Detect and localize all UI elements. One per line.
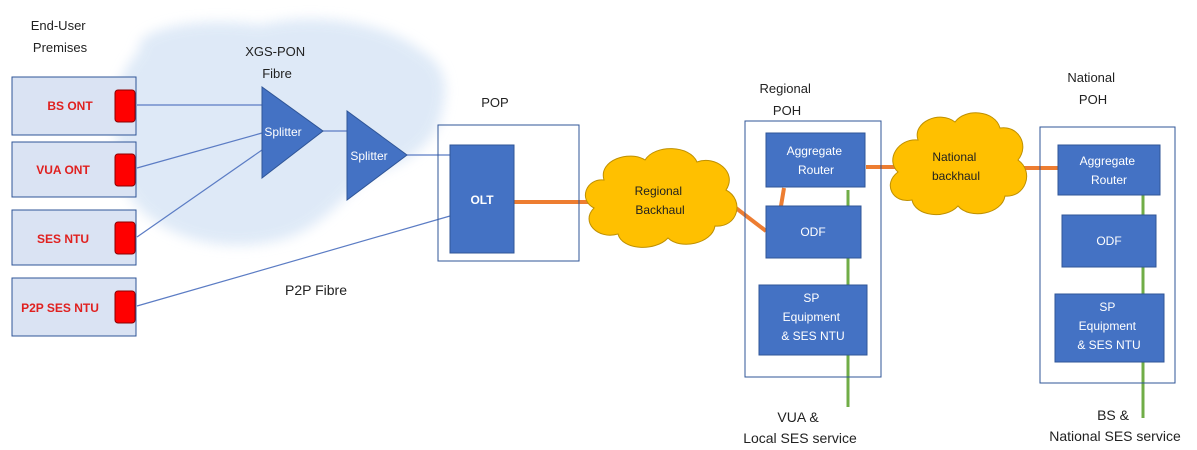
device-vua-ont: VUA ONT <box>11 141 137 198</box>
national-poh-label: National POH <box>1067 70 1118 107</box>
vua-local-ses-service-label: VUA & Local SES service <box>743 409 857 446</box>
p2p-fibre-label: P2P Fibre <box>285 282 347 298</box>
fibre-lines <box>136 104 451 307</box>
regional-backhaul-cloud: Regional Backhaul <box>584 148 738 248</box>
regional-aggregate-router: Aggregate Router <box>765 132 866 188</box>
p2p-ses-ntu-port <box>114 290 136 324</box>
national-odf-label: ODF <box>1096 234 1121 248</box>
pop-label: POP <box>481 95 508 110</box>
fibre-vua-ont <box>136 132 263 169</box>
olt-box: OLT <box>449 144 515 254</box>
regional-sp-equipment: SP Equipment & SES NTU <box>758 284 868 356</box>
regional-sp-equipment-label: SP Equipment & SES NTU <box>781 291 844 343</box>
national-backhaul-cloud: National backhaul <box>889 112 1028 216</box>
odf-to-router-link <box>779 187 786 207</box>
vua-ont-label: VUA ONT <box>36 163 90 177</box>
regional-odf-label: ODF <box>800 225 825 239</box>
regional-backhaul-to-odf <box>730 203 768 233</box>
ses-ntu-label: SES NTU <box>37 232 89 246</box>
device-bs-ont: BS ONT <box>11 76 137 136</box>
splitter-1: Splitter <box>261 86 324 180</box>
regional-poh-box <box>744 120 882 378</box>
national-backhaul-label: National backhaul <box>932 150 980 183</box>
national-sp-equipment: SP Equipment & SES NTU <box>1054 293 1165 363</box>
vua-ont-port <box>114 153 136 187</box>
splitter-2: Splitter <box>346 110 408 201</box>
national-sp-equipment-label: SP Equipment & SES NTU <box>1077 300 1140 352</box>
regional-backhaul-label: Regional Backhaul <box>635 184 686 217</box>
p2p-ses-ntu-label: P2P SES NTU <box>21 301 99 315</box>
national-aggregate-router: Aggregate Router <box>1057 144 1161 196</box>
bs-ont-label: BS ONT <box>47 99 93 113</box>
bs-national-ses-service-label: BS & National SES service <box>1049 407 1181 444</box>
regional-aggregate-router-label: Aggregate Router <box>787 144 846 177</box>
national-poh-box <box>1039 126 1176 384</box>
splitter-1-label: Splitter <box>264 125 301 139</box>
fibre-p2p <box>136 215 451 307</box>
olt-label: OLT <box>470 193 494 207</box>
xgs-pon-fibre-label: XGS-PON Fibre <box>245 44 309 81</box>
ses-ntu-port <box>114 221 136 255</box>
regional-poh-label: Regional POH <box>760 81 815 118</box>
splitter-2-label: Splitter <box>350 149 387 163</box>
device-ses-ntu: SES NTU <box>11 209 137 266</box>
end-user-premises-label: End-User Premises <box>31 18 90 55</box>
national-odf: ODF <box>1061 214 1157 268</box>
pop-box <box>437 124 580 262</box>
national-aggregate-router-label: Aggregate Router <box>1080 154 1139 187</box>
bs-ont-port <box>114 89 136 123</box>
fibre-ses-ntu <box>136 149 263 238</box>
regional-odf: ODF <box>765 205 862 259</box>
device-p2p-ses-ntu: P2P SES NTU <box>11 277 137 337</box>
